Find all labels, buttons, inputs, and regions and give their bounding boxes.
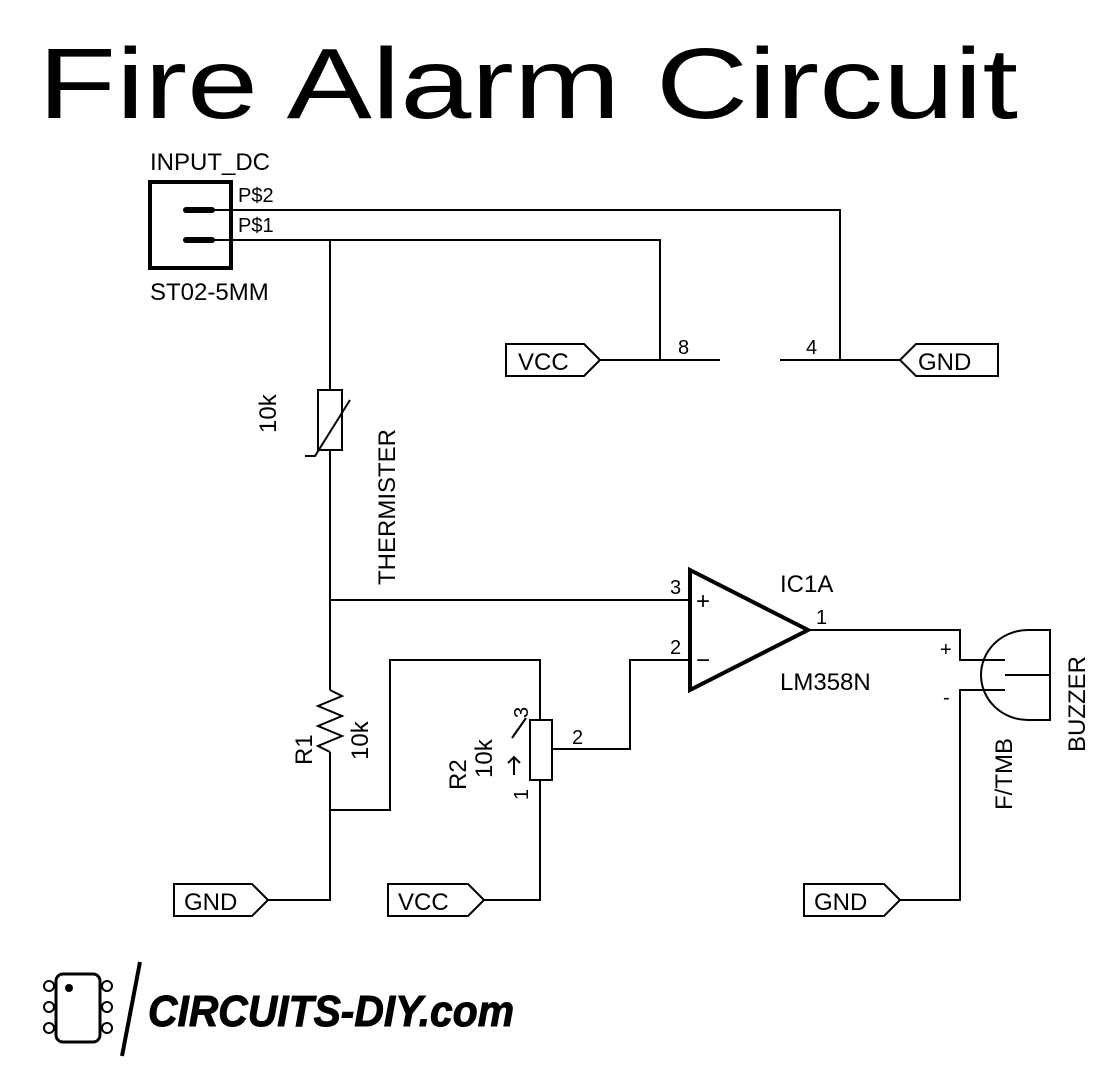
wire-r1-junction-to-r2 — [330, 659, 541, 811]
connector-name: INPUT_DC — [150, 149, 270, 176]
r1-zigzag — [315, 689, 345, 753]
r1-name: R1 — [291, 734, 318, 765]
thermister: 10k THERMISTER — [255, 389, 401, 585]
r2-adjust-line — [511, 717, 527, 739]
r2-pin3-number: 3 — [511, 707, 533, 718]
wire-buzzer-minus-to-gnd — [900, 689, 1005, 901]
opamp-pin-plus: 3 — [670, 577, 681, 599]
buzzer-part: F/TMB — [991, 738, 1018, 810]
r2-value: 10k — [471, 738, 498, 778]
wire-pin1-to-vcc — [212, 239, 661, 361]
opamp-part: LM358N — [780, 669, 871, 696]
resistor-r1: R1 10k — [291, 689, 374, 765]
gnd-label-left-text: GND — [184, 889, 237, 916]
connector-part: ST02-5MM — [150, 279, 269, 306]
gnd-label-left: GND — [173, 883, 270, 917]
opamp-name: IC1A — [780, 571, 833, 598]
connector-pin2-label: P$2 — [238, 185, 274, 207]
opamp-pin-out: 1 — [816, 607, 827, 629]
connector-body — [148, 180, 233, 270]
r2-arrow-head — [507, 755, 521, 764]
r2-body — [529, 719, 553, 781]
opamp-pin-minus: 2 — [670, 637, 681, 659]
diagram-title: Fire Alarm Circuit — [38, 28, 1018, 140]
thermister-name: THERMISTER — [374, 429, 401, 585]
opamp-ic1a: + − 3 2 1 IC1A LM358N — [670, 566, 871, 696]
gnd-label-right: GND — [803, 883, 902, 917]
ic-gnd-pin-number: 4 — [806, 337, 817, 359]
vcc-label-top-text: VCC — [518, 349, 569, 376]
opamp-plus-sign: + — [696, 588, 710, 615]
ic-vcc-pin-number: 8 — [678, 337, 689, 359]
opamp-body — [688, 566, 813, 694]
buzzer-name: BUZZER — [1064, 656, 1091, 752]
wire-r2-wiper-to-minus — [552, 659, 690, 750]
r1-value: 10k — [347, 720, 374, 760]
r2-pin2-number: 2 — [572, 727, 583, 749]
input-dc-connector: INPUT_DC P$2 P$1 ST02-5MM — [148, 149, 274, 306]
r2-pin1-number: 1 — [511, 789, 533, 800]
buzzer: + - BUZZER F/TMB — [940, 629, 1091, 810]
opamp-minus-sign: − — [696, 647, 710, 674]
logo-text: CIRCUITS-DIY.com — [148, 987, 514, 1036]
chip-icon — [43, 972, 113, 1044]
logo-slash — [120, 961, 142, 1057]
thermister-arrow — [305, 399, 351, 457]
wire-r2-to-vcc — [484, 780, 541, 901]
gnd-label-right-text: GND — [814, 889, 867, 916]
thermister-value: 10k — [255, 393, 282, 433]
buzzer-minus: - — [943, 687, 950, 709]
connector-pin1-label: P$1 — [238, 215, 274, 237]
vcc-label-top: VCC — [505, 343, 602, 377]
wire-opamp-out-to-buzzer — [808, 629, 1005, 661]
buzzer-plus: + — [940, 639, 952, 661]
circuits-diy-logo: CIRCUITS-DIY.com — [43, 961, 515, 1057]
potentiometer-r2: 3 1 R2 10k — [445, 707, 553, 800]
gnd-label-top: GND — [898, 343, 999, 377]
vcc-label-bottom-text: VCC — [398, 889, 449, 916]
vcc-label-bottom: VCC — [387, 883, 486, 917]
wire-pin2-to-gnd — [212, 209, 900, 361]
wire-r1-to-gnd — [268, 752, 331, 901]
buzzer-body — [980, 629, 1051, 721]
gnd-label-top-text: GND — [918, 349, 971, 376]
r2-name: R2 — [445, 759, 472, 790]
